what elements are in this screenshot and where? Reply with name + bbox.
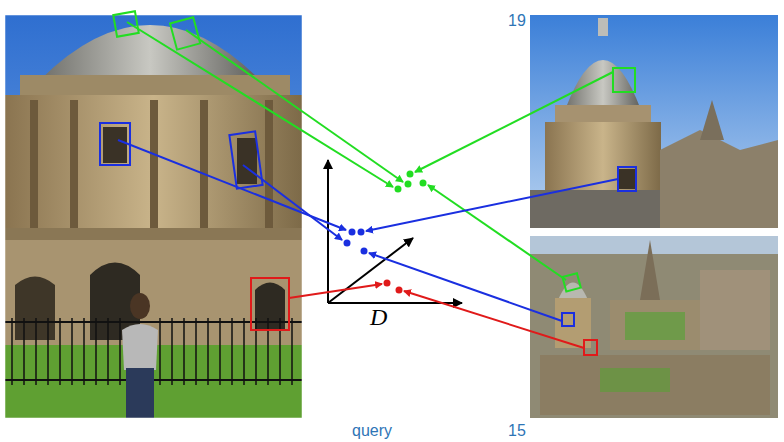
query-caption: query <box>352 423 392 439</box>
result-rank: 19 <box>508 13 526 29</box>
result-rank: 15 <box>508 423 526 439</box>
descriptor-points <box>344 171 427 294</box>
query-photo <box>5 15 302 418</box>
descriptor-axes <box>328 160 462 303</box>
space-name: D <box>370 305 387 329</box>
retrieved-photo <box>530 15 778 228</box>
mapping-arrows <box>118 22 618 348</box>
patch-boxes <box>100 11 636 355</box>
retrieved-photo <box>530 236 778 418</box>
